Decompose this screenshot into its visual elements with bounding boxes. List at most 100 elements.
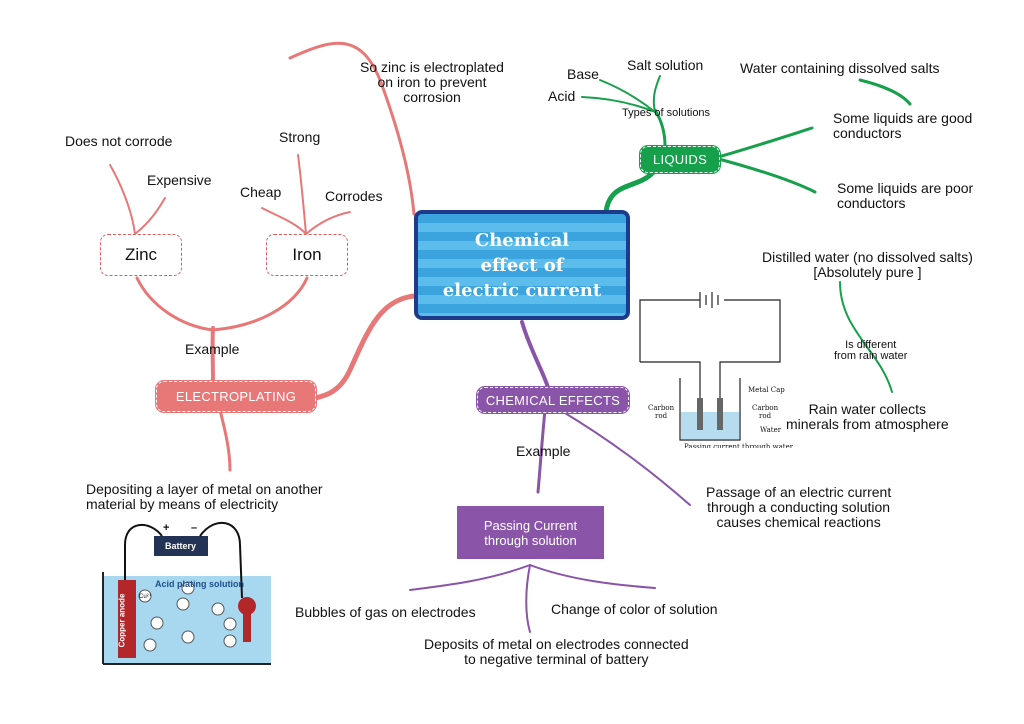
salt-solution-label: Salt solution	[627, 57, 704, 73]
is-different-label: Is different from rain water	[834, 340, 907, 362]
connector-example-to-iron	[211, 276, 309, 332]
connector-passing-to-bubbles	[409, 564, 531, 591]
rain-water-label: Rain water collects minerals from atmosp…	[786, 402, 949, 432]
chemical-effects-node: CHEMICAL EFFECTS	[477, 387, 629, 413]
electroplating-definition: Depositing a layer of metal on another m…	[86, 482, 323, 512]
copper-anode-label: Copper anode	[117, 593, 127, 648]
water-label: Water	[760, 426, 782, 434]
poor-conductors-label: Some liquids are poor conductors	[837, 181, 973, 211]
electrolysis-figure	[639, 292, 781, 441]
battery-plus-label: +	[163, 522, 170, 534]
connector-passing-to-deposits	[525, 564, 531, 633]
base-label: Base	[567, 66, 599, 82]
different-line-1: Is different	[845, 339, 897, 351]
definition-line-1: Depositing a layer of metal on another	[86, 481, 323, 497]
zinc-note-line-3: corrosion	[403, 89, 461, 105]
connector-iron-to-cheap	[261, 207, 307, 235]
carbon-rod-right-label: Carbon rod	[752, 404, 778, 420]
acid-label: Acid	[548, 88, 576, 104]
poor-line-2: conductors	[837, 195, 906, 211]
good-line-2: conductors	[833, 125, 902, 141]
connector-center-to-electroplating	[312, 293, 417, 401]
central-topic: Chemical effect of electric current	[414, 210, 630, 320]
connector-liquids-to-good	[713, 126, 814, 160]
carbon-rod-right-line-1: Carbon	[752, 404, 779, 412]
carbon-rod-left-label: Carbon rod	[648, 404, 674, 420]
passing-line-1: Passing Current	[483, 517, 578, 533]
connector-types-to-base	[599, 79, 656, 113]
carbon-rod-left-line-2: rod	[655, 412, 668, 420]
electroplating-figure	[102, 521, 271, 665]
zinc-note: So zinc is electroplated on iron to prev…	[360, 60, 504, 105]
carbon-rod-left	[697, 398, 703, 430]
battery-body	[154, 536, 208, 556]
connector-center-to-chemical	[520, 320, 550, 390]
poor-line-1: Some liquids are poor	[837, 180, 974, 196]
connector-example-to-zinc	[135, 276, 215, 332]
ion-label: Cu²⁺	[139, 594, 152, 600]
battery-label: Battery	[165, 541, 197, 551]
liquids-node: LIQUIDS	[640, 146, 720, 173]
beaker	[679, 378, 741, 441]
deposits-line-2: to negative terminal of battery	[464, 651, 649, 667]
rain-line-2: minerals from atmosphere	[786, 416, 949, 432]
bubbles-label: Bubbles of gas on electrodes	[295, 604, 476, 620]
battery-minus-label: –	[191, 522, 198, 534]
does-not-corrode-label: Does not corrode	[65, 133, 173, 149]
electroplating-node: ELECTROPLATING	[156, 381, 316, 412]
electrolysis-caption: Passing current through water	[684, 443, 794, 448]
distilled-water-label: Distilled water (no dissolved salts) [Ab…	[762, 250, 973, 280]
copper-anode	[118, 580, 136, 658]
connector-zinc-to-expensive	[134, 197, 166, 235]
passing-line-2: through solution	[484, 532, 577, 548]
strong-label: Strong	[279, 129, 321, 145]
connector-iron-to-strong	[297, 154, 307, 235]
zinc-note-line-2: on iron to prevent	[377, 74, 487, 90]
connector-distilled-to-rain	[839, 281, 893, 393]
expensive-label: Expensive	[147, 172, 212, 188]
distilled-line-2: [Absolutely pure ]	[813, 264, 922, 280]
good-line-1: Some liquids are good	[833, 110, 973, 126]
passage-line-1: Passage of an electric current	[706, 484, 892, 500]
connector-chemical-to-example	[536, 408, 547, 494]
central-line-2: effect of	[480, 254, 564, 276]
connector-central-to-zinc-note	[288, 41, 416, 216]
connector-center-to-liquids	[603, 167, 658, 215]
connector-liquids-to-poor	[713, 156, 817, 194]
different-line-2: from rain water	[834, 350, 908, 362]
passage-line-2: through a conducting solution	[707, 499, 891, 515]
connector-types-to-salt	[652, 75, 661, 113]
connector-electroplating-to-definition	[218, 408, 232, 472]
wire-right	[199, 521, 243, 599]
metal-cap-label: Metal Cap	[748, 386, 785, 394]
circuit-wire	[639, 299, 781, 398]
chemical-example-label: Example	[516, 443, 571, 459]
distilled-line-1: Distilled water (no dissolved salts)	[762, 249, 973, 265]
connector-zinc-to-does-not-corrode	[109, 164, 136, 235]
beaker-water	[681, 412, 739, 439]
color-change-label: Change of color of solution	[551, 601, 718, 617]
wire-left	[124, 523, 163, 580]
rain-line-1: Rain water collects	[808, 401, 927, 417]
carbon-rod-right	[717, 398, 723, 430]
connector-types-to-acid	[581, 96, 656, 113]
carbon-rod-right-line-2: rod	[759, 412, 772, 420]
connector-chemical-to-passage	[559, 409, 691, 506]
connector-iron-to-corrodes	[305, 211, 351, 235]
passing-current-node: Passing Current through solution	[457, 506, 604, 559]
cheap-label: Cheap	[240, 184, 282, 200]
types-of-solutions-label: Types of solutions	[622, 107, 711, 119]
corrodes-label: Corrodes	[325, 188, 383, 204]
carbon-rod-left-line-1: Carbon	[648, 404, 675, 412]
passage-label: Passage of an electric current through a…	[706, 485, 891, 530]
connector-water-salts	[858, 78, 912, 106]
ion-markers	[138, 581, 237, 652]
electroplating-example-label: Example	[185, 341, 240, 357]
central-line-1: Chemical	[474, 229, 570, 251]
definition-line-2: material by means of electricity	[86, 496, 279, 512]
zinc-note-line-1: So zinc is electroplated	[360, 59, 504, 75]
zinc-node: Zinc	[100, 234, 182, 276]
iron-node: Iron	[266, 234, 348, 276]
